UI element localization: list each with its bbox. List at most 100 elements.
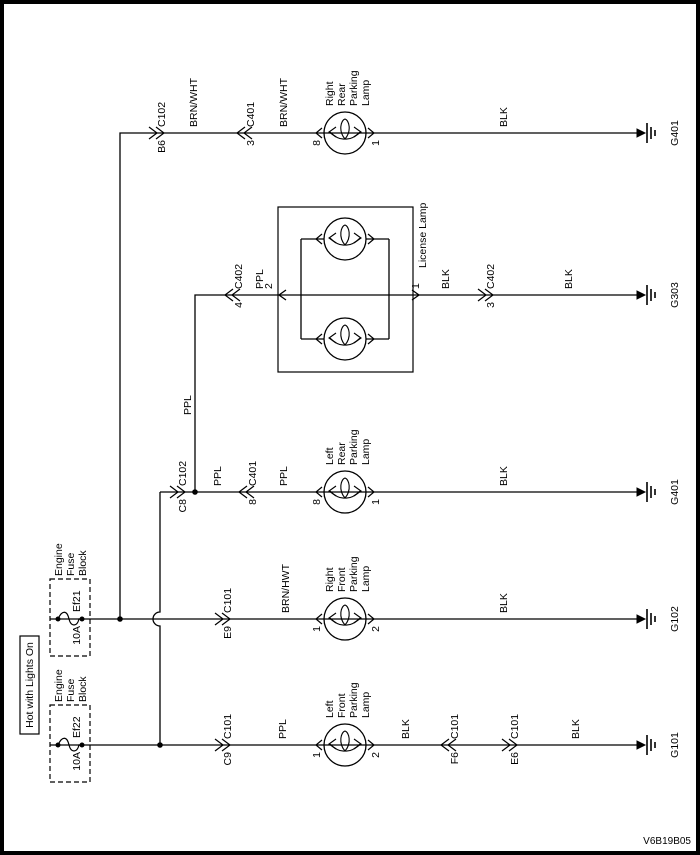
inline-connector-symbol <box>440 738 457 752</box>
connector-name: C101 <box>509 714 521 739</box>
ground-arrow <box>636 740 647 750</box>
wire-color-label: PPL <box>278 466 290 486</box>
connector-name: C102 <box>156 102 168 127</box>
wire-license <box>194 294 637 492</box>
lamp-symbol <box>315 597 375 641</box>
lamp-pin: 1 <box>410 283 422 289</box>
fuse-element <box>57 611 82 626</box>
wire-color-label: BRN/WHT <box>188 77 200 127</box>
ground-label: G101 <box>669 732 681 758</box>
lamp-name-line: Rear <box>336 442 348 465</box>
circuit-left-front-parking-lamp: Hot with Lights On Engine Fuse Block Ef2… <box>19 635 681 783</box>
ground-symbol <box>636 735 656 755</box>
filament-arrow <box>353 738 362 750</box>
connector-name: C402 <box>485 264 497 289</box>
doc-id: V6B19B05 <box>643 836 691 847</box>
connector-chevrons <box>440 738 457 752</box>
wire-right-rear <box>119 132 637 619</box>
lamp-name-line: Lamp <box>360 566 372 592</box>
ground-symbol <box>636 285 656 305</box>
lamp-pin: 1 <box>311 626 323 632</box>
terminal-chevron <box>315 613 323 625</box>
lamp-symbol <box>315 317 375 361</box>
lamp-pin: 2 <box>370 626 382 632</box>
inline-connector-symbol <box>169 485 186 499</box>
connector-name: C101 <box>449 714 461 739</box>
terminal-chevron <box>315 333 323 345</box>
inline-connector-symbol <box>224 288 241 302</box>
fuse-block-name-line: Block <box>77 550 89 576</box>
filament-arrow <box>328 126 337 138</box>
inline-connector-symbol <box>501 738 518 752</box>
terminal-chevron <box>367 333 375 345</box>
junction-dot-circle <box>117 616 123 622</box>
lamp-name-line: Front <box>336 693 348 718</box>
filament-loop <box>340 604 350 626</box>
filament-loop <box>340 730 350 752</box>
ground-symbol <box>636 609 656 629</box>
lamp-name-line: Left <box>324 447 336 465</box>
connector-name: C401 <box>247 461 259 486</box>
filament-arrow <box>353 232 362 244</box>
lamp-name-line: Right <box>324 567 336 592</box>
filament-arrow <box>328 738 337 750</box>
inline-connector-symbol <box>236 126 253 140</box>
lamp-circle <box>323 111 367 155</box>
junction-dot <box>192 489 198 495</box>
lamp-name-line: Parking <box>348 556 360 592</box>
lamp-circle <box>323 723 367 767</box>
terminal-chevron <box>315 233 323 245</box>
terminal-chevron <box>367 739 375 751</box>
terminal-arrow-in <box>277 289 287 301</box>
filament-arrow <box>353 126 362 138</box>
lamp-pin: 1 <box>370 140 382 146</box>
hot-label-box <box>19 635 40 735</box>
lamp-name-line: License Lamp <box>417 202 429 268</box>
terminal-chevron <box>315 486 323 498</box>
license-lamp-box <box>277 206 414 373</box>
terminal-chevron <box>315 739 323 751</box>
connector-chevrons <box>477 288 494 302</box>
fuse-rating: 10A <box>71 752 83 771</box>
wire-color-label: BLK <box>440 269 452 289</box>
ground-label: G102 <box>669 606 681 632</box>
engine-fuse-block-box <box>49 578 91 657</box>
fuse-block-name-line: Fuse <box>65 678 77 702</box>
wire-color-label: BLK <box>400 719 412 739</box>
wire-color-label: BLK <box>498 466 510 486</box>
wire-color-label: PPL <box>182 395 194 415</box>
junction-dot-circle <box>192 489 198 495</box>
connector-chevrons <box>214 612 231 626</box>
pin-number: 3 <box>245 140 257 146</box>
pin-number: F6 <box>449 752 461 764</box>
connector-chevrons <box>236 126 253 140</box>
wire-color-label: BLK <box>498 107 510 127</box>
circuit-right-rear-parking-lamp: C102 B6 BRN/WHT C401 3 BRN/WHT 8 1 Right… <box>119 70 681 619</box>
junction-dot-circle <box>157 742 163 748</box>
connector-name: C402 <box>233 264 245 289</box>
fuse-symbol <box>55 611 85 626</box>
lamp-pin: 8 <box>311 499 323 505</box>
ground-arrow <box>636 487 647 497</box>
fuse-block-name-line: Engine <box>53 669 65 702</box>
connector-chevrons <box>169 485 186 499</box>
lamp-name-line: Lamp <box>360 80 372 106</box>
license-lamp-stubs <box>301 238 389 340</box>
terminal-chevron <box>315 127 323 139</box>
connector-name: C401 <box>245 102 257 127</box>
wire-color-label: BLK <box>570 719 582 739</box>
lamp-pin: 1 <box>370 499 382 505</box>
wire-color-label: PPL <box>277 719 289 739</box>
ground-arrow <box>636 128 647 138</box>
lamp-name-line: Right <box>324 81 336 106</box>
inline-connector-symbol <box>477 288 494 302</box>
wire-color-label: BRN/HWT <box>280 563 292 613</box>
circuit-left-rear-parking-lamp: C102 C8 PPL C401 8 PPL 8 1 Left Rear Par… <box>152 429 681 745</box>
pin-number: 8 <box>247 499 259 505</box>
fuse-id: Ef21 <box>71 590 83 612</box>
lamp-name-line: Rear <box>336 83 348 106</box>
lamp-circle <box>323 317 367 361</box>
ground-symbol <box>636 482 656 502</box>
ground-label: G401 <box>669 479 681 505</box>
